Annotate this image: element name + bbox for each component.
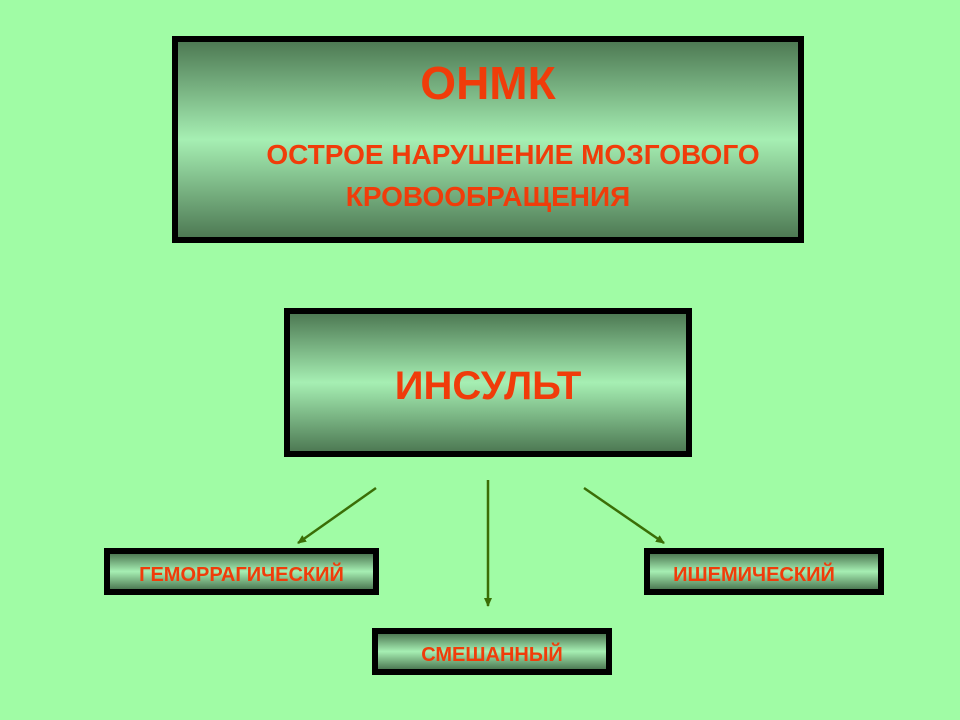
onmk-box: ОНМК ОСТРОЕ НАРУШЕНИЕ МОЗГОВОГО КРОВООБР… bbox=[172, 36, 804, 243]
hemorrhagic-box: ГЕМОРРАГИЧЕСКИЙ bbox=[104, 548, 379, 595]
onmk-definition-line-2: КРОВООБРАЩЕНИЯ bbox=[345, 181, 631, 212]
onmk-acronym: ОНМК bbox=[420, 57, 556, 109]
hemorrhagic-label: ГЕМОРРАГИЧЕСКИЙ bbox=[139, 564, 344, 586]
stroke-label: ИНСУЛЬТ bbox=[394, 364, 582, 408]
onmk-definition-line-1: ОСТРОЕ НАРУШЕНИЕ МОЗГОВОГО bbox=[266, 139, 760, 170]
arrow-to-ischemic bbox=[583, 486, 665, 545]
stroke-box: ИНСУЛЬТ bbox=[284, 308, 692, 457]
ischemic-label: ИШЕМИЧЕСКИЙ bbox=[673, 564, 835, 586]
ischemic-box: ИШЕМИЧЕСКИЙ bbox=[644, 548, 884, 595]
arrow-to-hemorrhagic bbox=[297, 486, 377, 545]
mixed-label: СМЕШАННЫЙ bbox=[421, 644, 563, 666]
mixed-box: СМЕШАННЫЙ bbox=[372, 628, 612, 675]
